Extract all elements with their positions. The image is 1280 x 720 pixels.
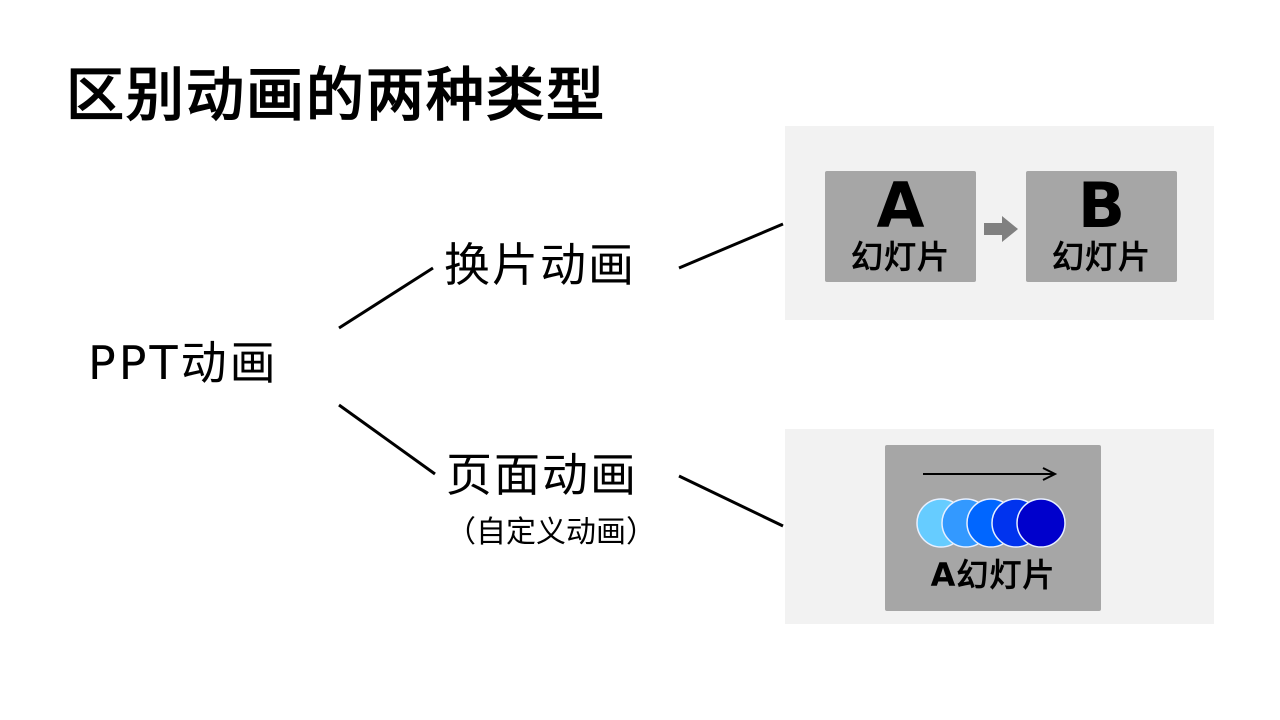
- slide-b-box: B 幻灯片: [1026, 171, 1177, 282]
- connector-root-to-transition: [338, 266, 434, 330]
- motion-circles: [916, 498, 1066, 548]
- slide-a-box: A 幻灯片: [825, 171, 976, 282]
- slide-b-letter: B: [1077, 169, 1126, 242]
- connector-root-to-page: [338, 403, 436, 476]
- motion-arrow-icon: [923, 467, 1058, 481]
- motion-circle-5: [1016, 498, 1066, 548]
- root-node-label: PPT动画: [88, 336, 279, 390]
- slide-title: 区别动画的两种类型: [66, 61, 607, 129]
- connector-page-to-example: [678, 474, 784, 528]
- slide-a-letter: A: [876, 169, 925, 242]
- connector-transition-to-example: [678, 222, 784, 270]
- slide-with-animation-box: A幻灯片: [885, 445, 1101, 611]
- branch-transition-label: 换片动画: [444, 238, 636, 292]
- branch-page-sublabel: （自定义动画）: [446, 515, 656, 550]
- branch-page-label: 页面动画: [446, 448, 638, 502]
- slide-with-animation-label: A幻灯片: [930, 556, 1056, 594]
- slide-b-label: 幻灯片: [1051, 238, 1151, 276]
- slide-a-label: 幻灯片: [850, 238, 950, 276]
- arrow-right-icon: [984, 216, 1018, 242]
